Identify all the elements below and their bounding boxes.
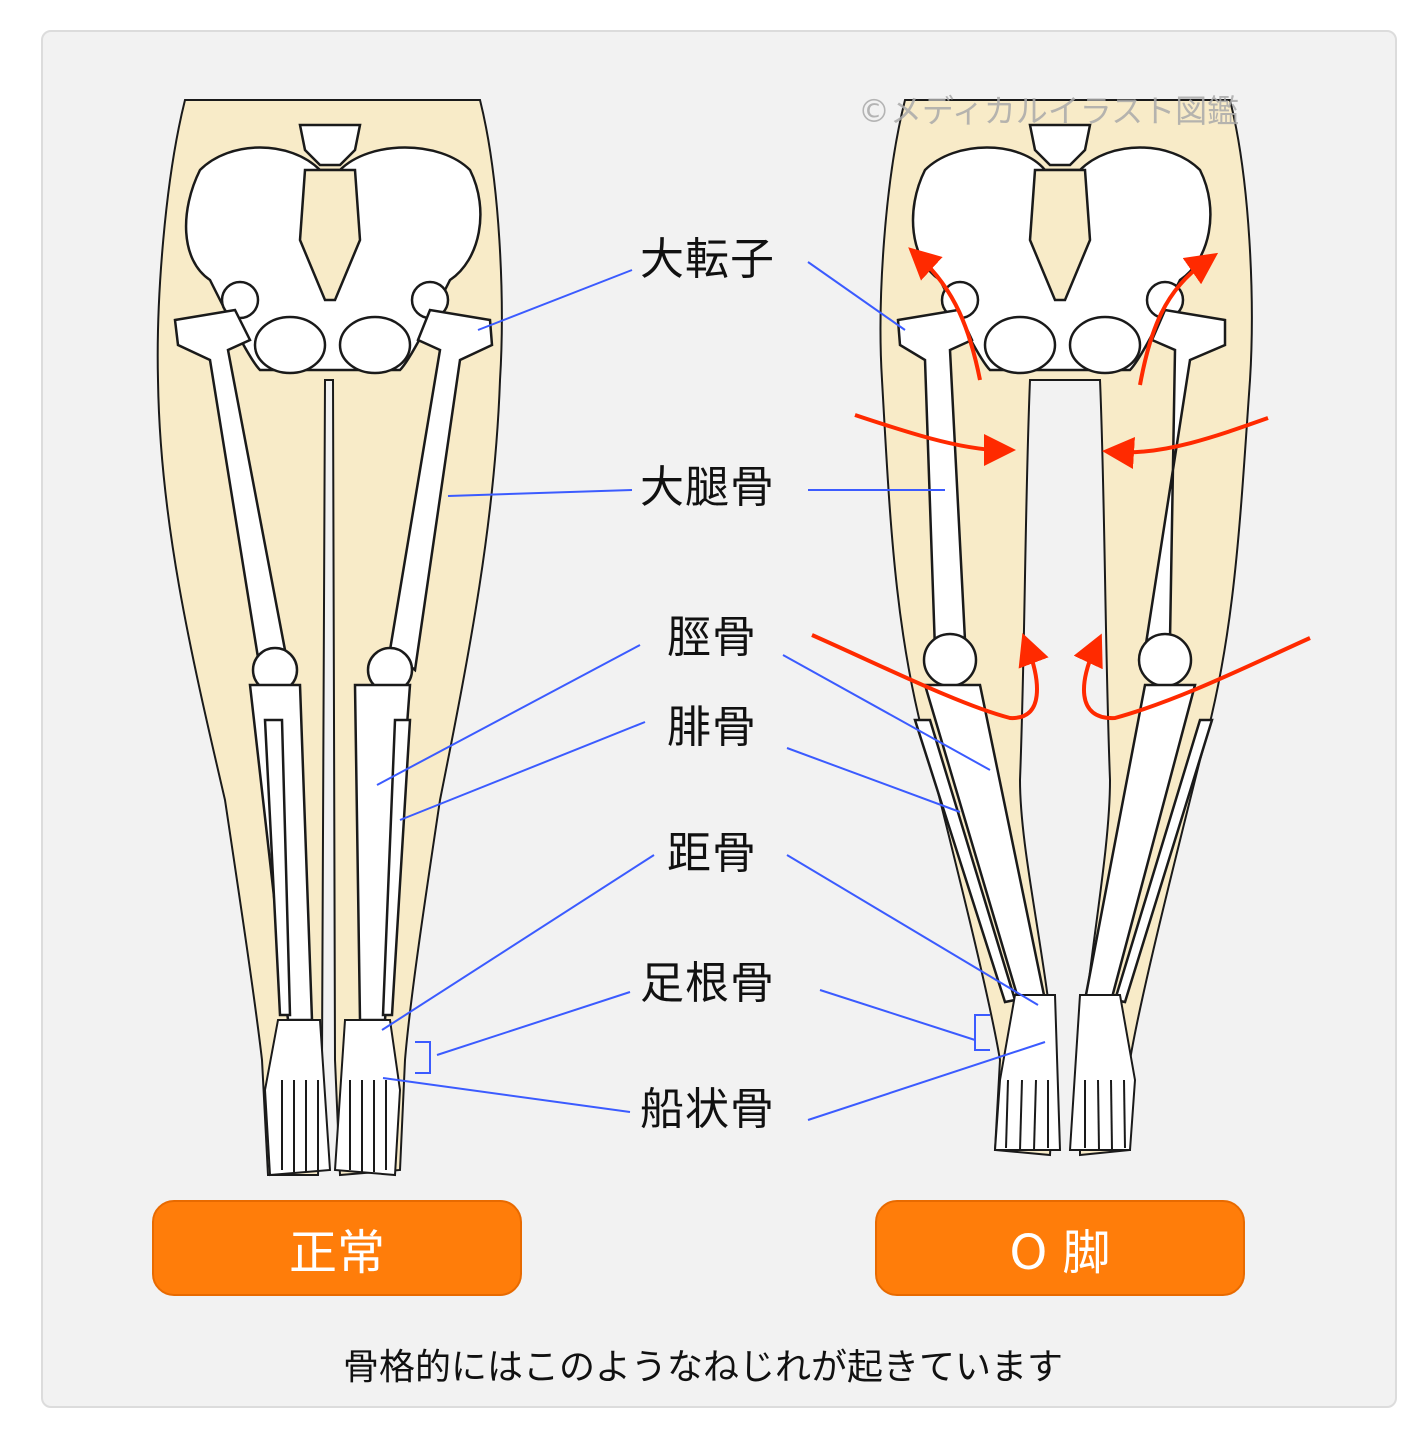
label-femur: 大腿骨: [640, 462, 775, 513]
label-fibula: 腓骨: [667, 702, 757, 753]
watermark-credit: ©メディカルイラスト図鑑: [858, 92, 1240, 130]
label-tibia: 脛骨: [667, 612, 757, 663]
arrow-hip-right: [1138, 252, 1219, 386]
bowleg-legs-illustration: [879, 99, 1253, 1157]
arrow-knee-left: [811, 633, 1049, 721]
figure-caption: 骨格的にはこのようなねじれが起きています: [342, 1347, 1063, 1388]
arrow-knee-right: [1073, 633, 1311, 721]
arrow-thigh-right: [1102, 416, 1269, 469]
bowleg-feet: [993, 994, 1137, 1151]
label-navicular: 船状骨: [640, 1084, 775, 1135]
arrow-hip-left: [908, 247, 982, 381]
bowleg-pelvis: [911, 123, 1212, 375]
normal-label-badge: 正常: [152, 1200, 522, 1296]
normal-feet: [263, 1019, 402, 1177]
label-greater-trochanter: 大転子: [640, 234, 775, 285]
label-tarsals: 足根骨: [640, 958, 775, 1009]
twist-arrows: [811, 247, 1311, 721]
normal-pelvis: [184, 123, 482, 375]
leader-lines: [376, 261, 1046, 1121]
normal-femurs: [173, 308, 494, 694]
normal-lower-legs: [248, 683, 412, 1022]
arrow-thigh-left: [854, 413, 1016, 466]
label-talus: 距骨: [667, 828, 757, 879]
bowleg-label-badge: O 脚: [875, 1200, 1245, 1296]
bowleg-femurs: [896, 308, 1227, 688]
normal-legs-illustration: [156, 99, 503, 1177]
normal-skin-outline: [156, 99, 503, 1177]
